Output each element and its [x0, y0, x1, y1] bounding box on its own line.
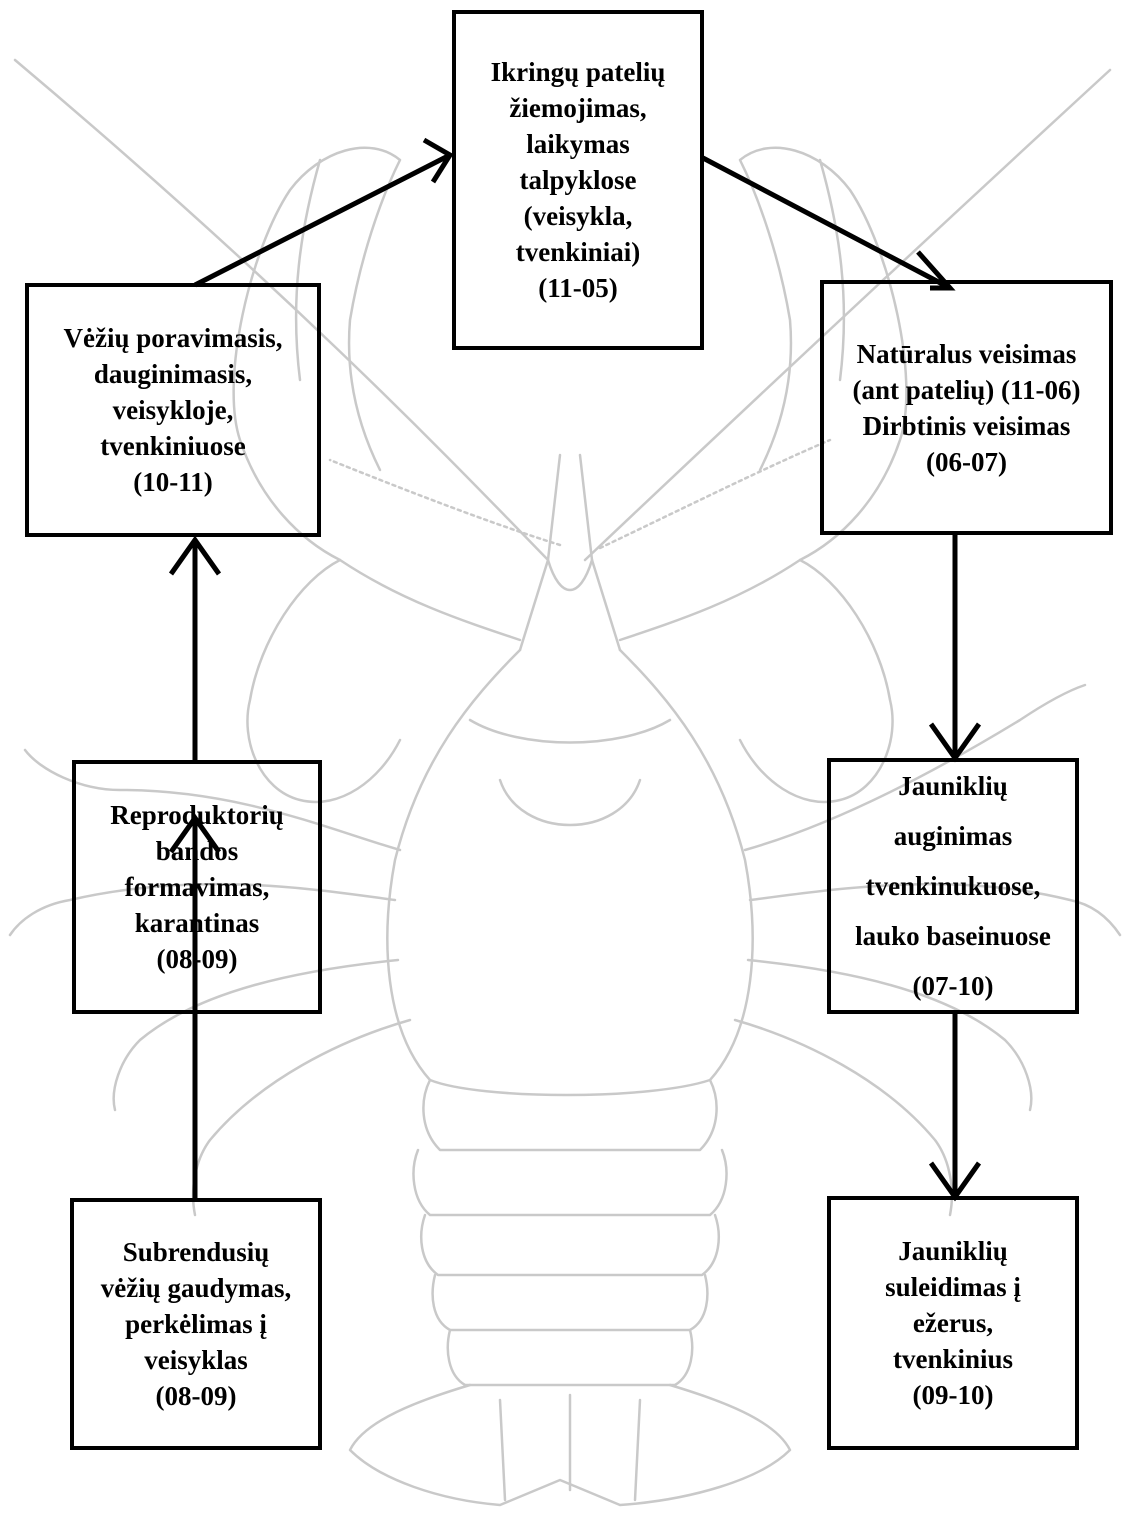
- box-left-upper-text: Vėžių poravimasis, dauginimasis, veisykl…: [64, 320, 283, 500]
- box-right-upper-text: Natūralus veisimas (ant patelių) (11-06)…: [853, 336, 1081, 480]
- box-left-upper-mating: Vėžių poravimasis, dauginimasis, veisykl…: [25, 283, 321, 537]
- arrow-top-to-right-upper: [703, 158, 950, 288]
- box-left-bottom-catching: Subrendusių vėžių gaudymas, perkėlimas į…: [70, 1198, 322, 1450]
- box-left-bottom-text: Subrendusių vėžių gaudymas, perkėlimas į…: [101, 1234, 292, 1414]
- box-left-middle-broodstock: Reproduktorių bandos formavimas, karanti…: [72, 760, 322, 1014]
- box-right-middle-rearing: Jauniklių auginimas tvenkinukuose, lauko…: [827, 758, 1079, 1014]
- box-left-middle-text: Reproduktorių bandos formavimas, karanti…: [110, 797, 284, 977]
- box-right-upper-breeding: Natūralus veisimas (ant patelių) (11-06)…: [820, 280, 1113, 535]
- box-right-bottom-text: Jauniklių suleidimas į ežerus, tvenkiniu…: [885, 1233, 1021, 1413]
- box-right-bottom-stocking: Jauniklių suleidimas į ežerus, tvenkiniu…: [827, 1196, 1079, 1450]
- arrow-left-upper-to-top: [195, 155, 450, 285]
- box-top-wintering: Ikringų patelių žiemojimas, laikymas tal…: [452, 10, 704, 350]
- box-right-middle-text: Jauniklių auginimas tvenkinukuose, lauko…: [855, 761, 1051, 1011]
- box-top-text: Ikringų patelių žiemojimas, laikymas tal…: [491, 54, 666, 306]
